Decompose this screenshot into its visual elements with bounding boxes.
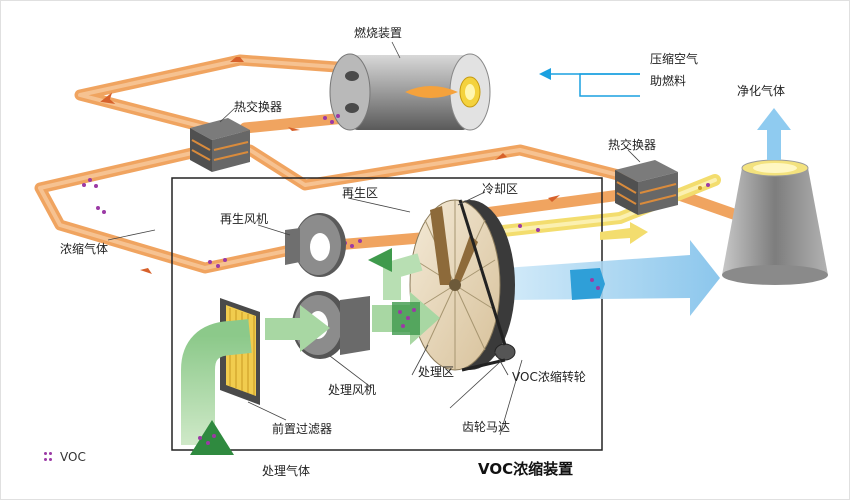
label-compressed-air: 压缩空气 <box>650 52 699 66</box>
clean-air-outflow-arrow <box>505 240 720 316</box>
compressed-air-lines <box>539 68 640 97</box>
voc-dots-green <box>198 278 600 445</box>
regen-fan <box>285 213 346 277</box>
voc-device-box <box>171 177 603 451</box>
heat-exchanger-right <box>615 160 678 215</box>
voc-dots-group <box>82 114 710 268</box>
heat-exchanger-left <box>190 118 250 172</box>
flow-arrows-orange <box>100 57 560 274</box>
leader-lines <box>107 41 641 436</box>
green-flow <box>181 248 440 455</box>
yellow-flow-arrow <box>600 222 648 244</box>
label-combustion: 燃烧装置 <box>354 26 403 40</box>
label-process-zone: 处理区 <box>418 365 455 379</box>
purified-gas-arrow <box>757 108 791 160</box>
label-cooling-zone: 冷却区 <box>482 182 519 196</box>
label-heat-exchanger-right: 热交换器 <box>608 138 657 152</box>
label-process-fan: 处理风机 <box>328 383 377 397</box>
label-fuel: 助燃料 <box>650 74 687 88</box>
label-purified-gas: 净化气体 <box>737 84 786 98</box>
legend-text: VOC <box>60 450 86 464</box>
label-gear-motor: 齿轮马达 <box>462 420 511 434</box>
voc-legend-icon <box>44 451 54 463</box>
label-prefilter: 前置过滤器 <box>272 422 333 436</box>
legend: VOC <box>44 450 86 464</box>
label-process-gas: 处理气体 <box>262 464 311 478</box>
label-concentrated-gas: 浓缩气体 <box>60 242 109 256</box>
label-rotor: VOC浓缩转轮 <box>512 370 586 384</box>
voc-rotor-wheel <box>409 199 516 372</box>
label-heat-exchanger-left: 热交换器 <box>234 100 283 114</box>
flame-icon <box>405 86 458 98</box>
exhaust-stack <box>722 159 828 285</box>
combustion-unit <box>329 53 491 131</box>
label-device-title: VOC浓缩装置 <box>478 460 574 478</box>
label-regen-fan: 再生风机 <box>220 212 269 226</box>
label-regen-zone: 再生区 <box>342 186 379 200</box>
